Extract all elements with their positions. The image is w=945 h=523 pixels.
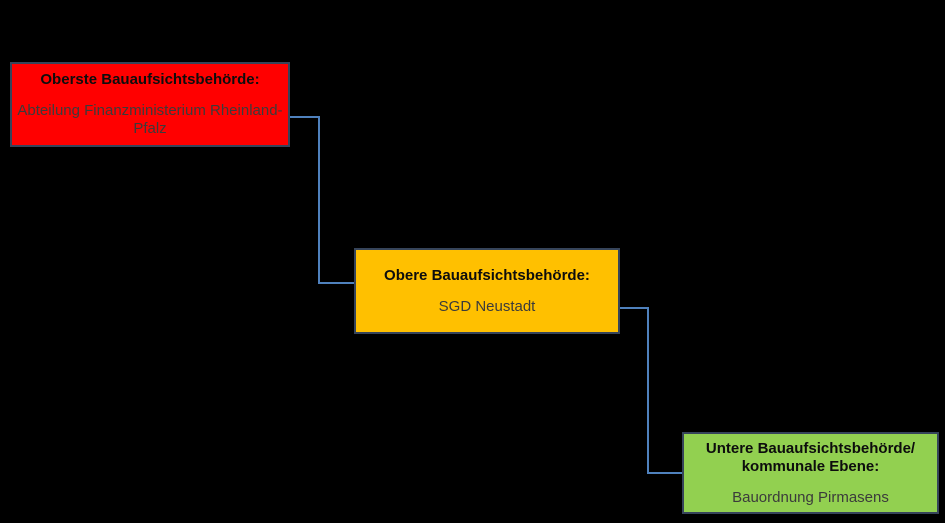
node-subtitle: Bauordnung Pirmasens [732, 488, 889, 506]
node-obere-bauaufsichtsbehoerde: Obere Bauaufsichtsbehörde: SGD Neustadt [354, 248, 620, 334]
node-oberste-bauaufsichtsbehoerde: Oberste Bauaufsichtsbehörde: Abteilung F… [10, 62, 290, 147]
node-title: Obere Bauaufsichtsbehörde: [384, 266, 590, 284]
connector-oberste-to-obere [289, 116, 355, 284]
node-title: Untere Bauaufsichtsbehörde/ kommunale Eb… [705, 439, 916, 475]
node-subtitle: Abteilung Finanzministerium Rheinland-Pf… [17, 102, 283, 137]
node-subtitle: SGD Neustadt [438, 297, 536, 315]
node-untere-bauaufsichtsbehoerde: Untere Bauaufsichtsbehörde/ kommunale Eb… [682, 432, 939, 514]
node-title: Oberste Bauaufsichtsbehörde: [40, 71, 260, 88]
connector-obere-to-untere [618, 307, 683, 474]
